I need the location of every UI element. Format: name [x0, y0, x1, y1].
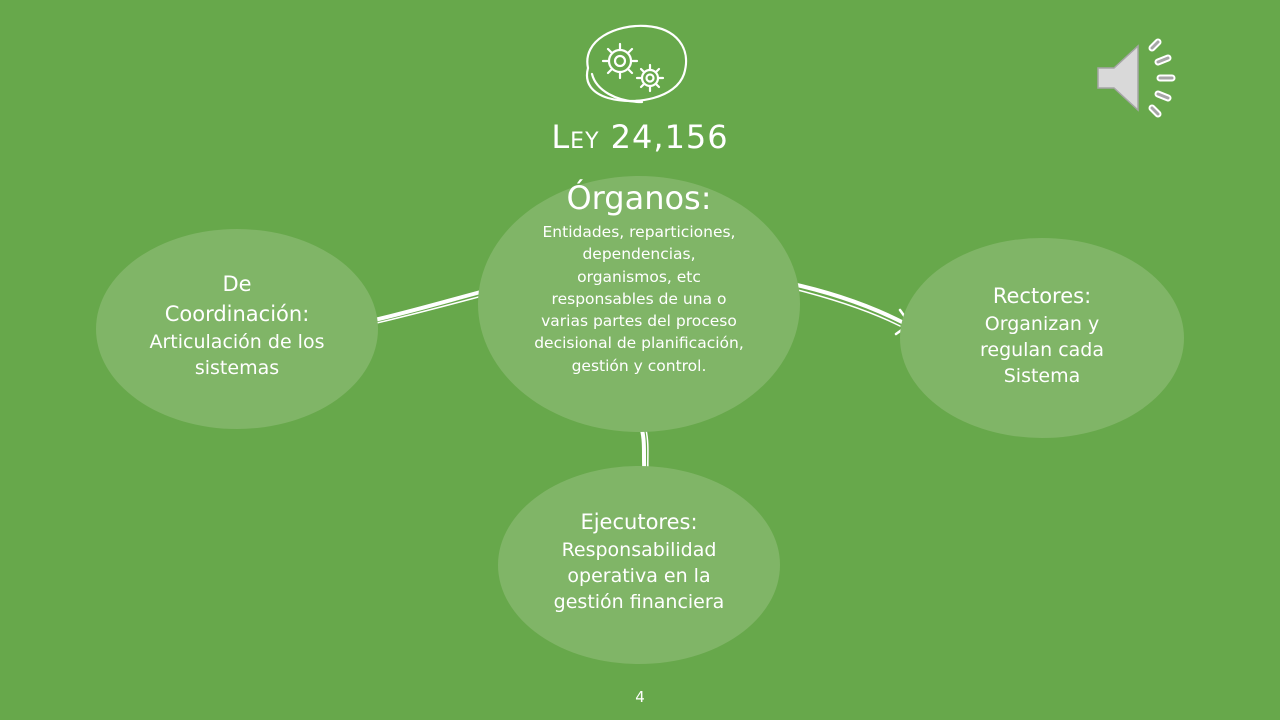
speaker-icon[interactable] — [1092, 36, 1184, 120]
arrow-to-right — [786, 281, 904, 324]
left-bubble-content: De Coordinación: Articulación de los sis… — [137, 269, 337, 381]
bottom-bubble: Ejecutores: Responsabilidad operativa en… — [498, 466, 780, 664]
bottom-heading: Ejecutores: — [580, 510, 698, 534]
right-text: Organizan y regulan cada Sistema — [980, 313, 1104, 387]
right-heading: Rectores: — [992, 284, 1092, 308]
page-number: 4 — [635, 688, 645, 706]
gears-icon — [576, 18, 692, 108]
left-heading: De Coordinación: — [164, 272, 310, 326]
slide-title-text: Ley 24,156 — [551, 118, 729, 156]
arrow-to-left — [360, 287, 494, 325]
center-text: Entidades, reparticiones, dependencias, … — [534, 223, 744, 375]
left-text: Articulación de los sistemas — [149, 331, 325, 379]
center-heading: Órganos: — [566, 179, 712, 217]
bottom-bubble-content: Ejecutores: Responsabilidad operativa en… — [544, 507, 734, 615]
center-bubble: Órganos: Entidades, reparticiones, depen… — [478, 176, 800, 432]
left-bubble: De Coordinación: Articulación de los sis… — [96, 229, 378, 429]
bottom-text: Responsabilidad operativa en la gestión … — [553, 539, 725, 613]
slide-title: Ley 24,156 — [440, 118, 840, 156]
right-bubble: Rectores: Organizan y regulan cada Siste… — [900, 238, 1184, 438]
right-bubble-content: Rectores: Organizan y regulan cada Siste… — [977, 281, 1107, 389]
